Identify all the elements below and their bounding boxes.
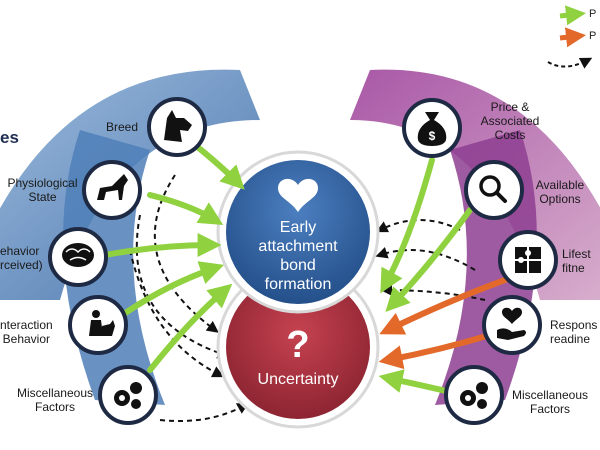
question-mark-icon: ? <box>286 324 310 366</box>
label-breed: Breed <box>105 120 138 134</box>
node-price: $ <box>402 98 462 158</box>
label-price: Price & Associated Costs <box>480 100 540 142</box>
legend-label-green: P <box>589 8 597 20</box>
legend-label-orange: P <box>589 30 597 42</box>
label-lifestyle: Lifest fitne <box>562 247 591 275</box>
magnifier-icon <box>479 175 507 203</box>
label-behavior: ehavior rceived) <box>0 244 43 272</box>
legend <box>547 5 593 69</box>
person-with-dog-icon <box>89 310 115 336</box>
legend-dashed-arrow <box>547 57 593 69</box>
node-interaction <box>68 295 128 355</box>
label-responsible: Respons readine <box>550 318 598 346</box>
right-dashed-curves <box>375 219 486 301</box>
node-breed <box>147 97 207 157</box>
label-misc-right: Miscellaneous Factors <box>511 388 589 416</box>
puzzle-icon <box>515 247 541 273</box>
label-misc-left: Miscellaneous Factors <box>16 386 94 414</box>
attachment-label: Early attachment bond formation <box>238 218 358 294</box>
gears-icon <box>114 382 142 409</box>
legend-orange-arrow <box>559 27 586 48</box>
label-interaction: nteraction Behavior <box>0 318 53 346</box>
money-bag-icon <box>417 112 447 146</box>
brain-icon <box>62 243 94 267</box>
dog-standing-icon <box>97 174 128 200</box>
attachment-circle <box>226 160 370 304</box>
left-green-arrows <box>102 142 245 373</box>
node-physiological <box>82 160 142 220</box>
left-side-label: es <box>0 128 19 147</box>
dog-head-icon <box>164 110 192 142</box>
svg-text:$: $ <box>429 129 436 143</box>
node-behavior <box>48 227 108 287</box>
label-options: Available Options <box>535 178 585 206</box>
attachment-label-text: Early attachment bond formation <box>258 219 338 293</box>
legend-green-arrow <box>559 5 586 26</box>
node-misc-left <box>98 365 158 425</box>
node-options <box>464 160 524 220</box>
node-responsible <box>482 295 542 355</box>
gears-icon-right <box>460 382 488 409</box>
node-lifestyle <box>498 230 558 290</box>
right-orange-arrows <box>378 277 508 370</box>
heart-icon <box>278 178 318 212</box>
left-dashed-curves <box>129 174 250 422</box>
uncertainty-label: Uncertainty <box>257 371 339 388</box>
uncertainty-circle <box>226 275 370 419</box>
node-misc-right <box>444 365 504 425</box>
label-physiological: Physiological State <box>7 176 78 204</box>
heart-in-hand-icon <box>497 307 526 340</box>
